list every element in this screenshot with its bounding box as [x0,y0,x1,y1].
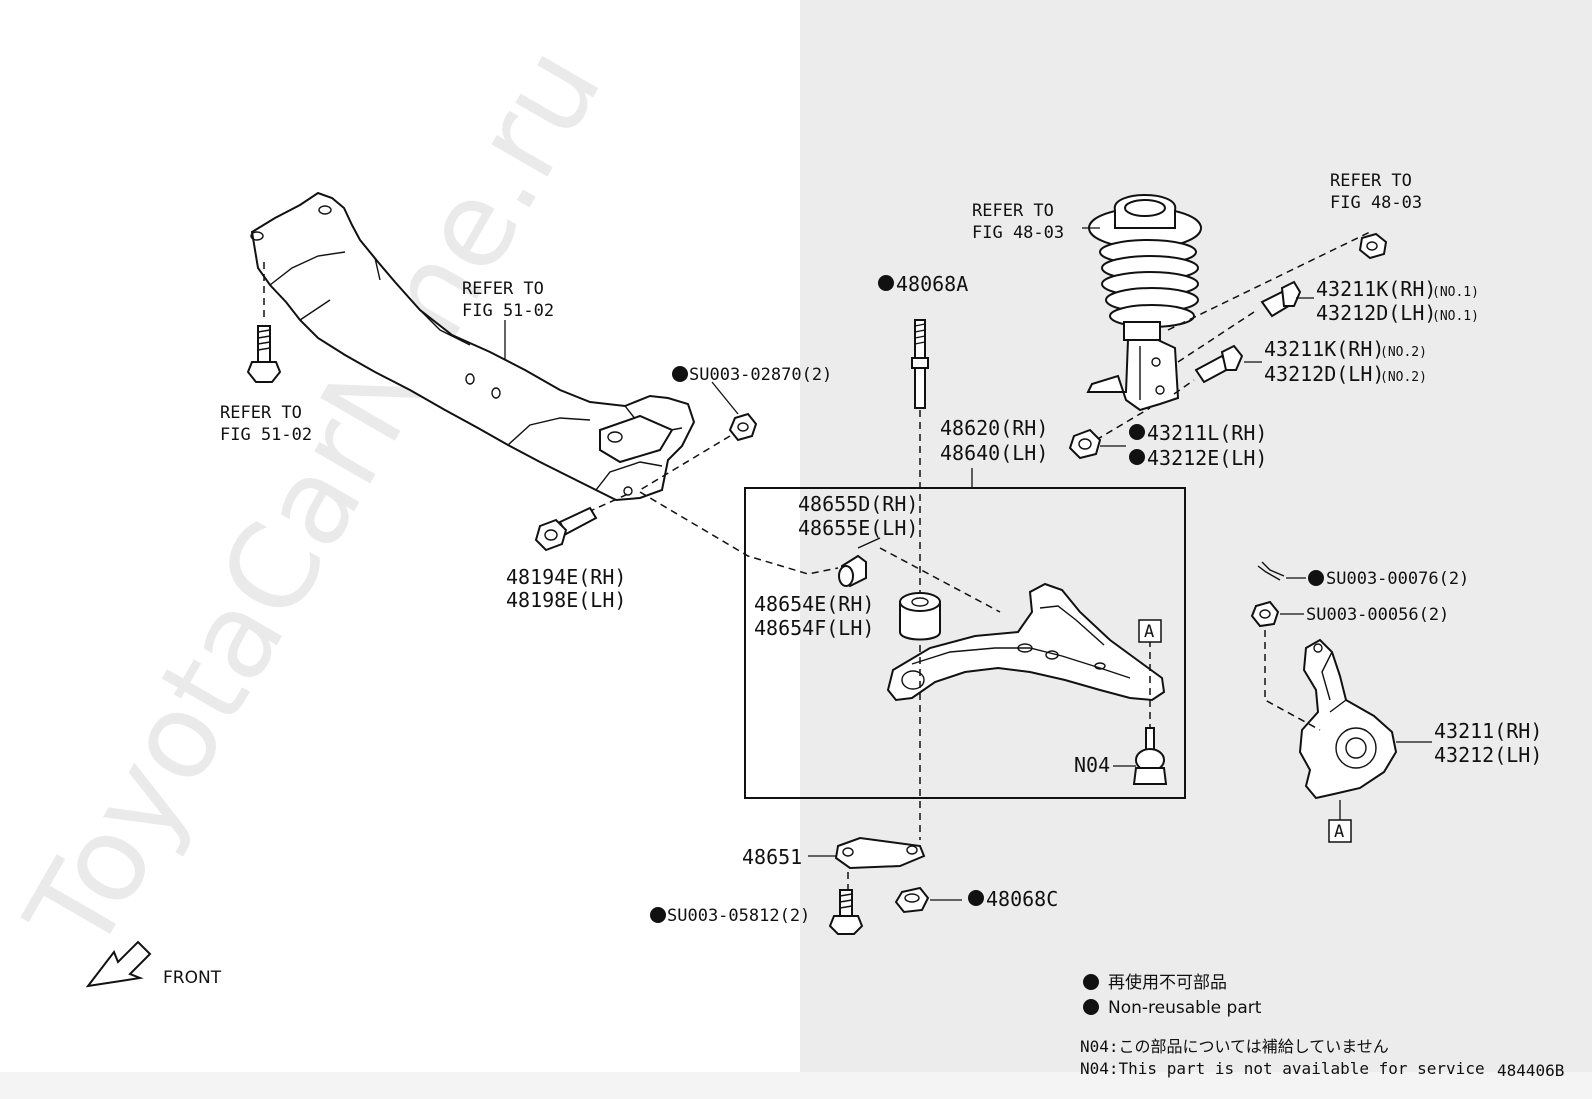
lower-arm [886,582,1166,702]
front-bushing [838,537,881,588]
ref-box-a-knuckle: A [1328,819,1352,843]
part-label: 43211(RH) [1434,719,1542,743]
refer-label-line2: FIG 51-02 [462,301,554,321]
member-nut [639,412,758,491]
member-rear-bolt [534,493,629,552]
part-note: (NO.2) [1380,345,1427,360]
member-mount-bolt [246,262,282,383]
refer-label-line1: REFER TO [972,201,1054,221]
steering-knuckle [1298,638,1432,820]
part-label: N04 [1074,753,1110,777]
strut-bolt-no2 [1194,344,1244,384]
part-label: 43211K(RH) [1264,337,1384,361]
figure-id: 484406B [1497,1061,1564,1080]
part-label: 48198E(LH) [506,588,626,612]
part-label: 43212E(LH) [1147,446,1267,470]
part-label: 43212D(LH) [1316,301,1436,325]
refer-label-line2: FIG 51-02 [220,425,312,445]
refer-label-line1: REFER TO [220,403,302,423]
watermark-text: ToyotaCarNine.ru [0,24,628,975]
part-label: 43211K(RH) [1316,277,1436,301]
part-note: (NO.1) [1432,309,1479,324]
svg-text:A: A [1144,622,1154,642]
ref-box-a-arm: A [1138,619,1162,643]
stopper-plate [808,836,926,898]
rear-bushing [899,592,941,641]
refer-label-line1: REFER TO [462,279,544,299]
part-label: 48654F(LH) [754,616,874,640]
lower-arm-assembly-box [744,487,1186,799]
strut-lower-nut [1068,428,1126,460]
background-bottom-strip [0,1072,1592,1099]
part-label: 48068A [896,272,968,296]
background-left [0,0,800,1072]
ball-joint [1113,640,1168,785]
strut-bolt-no1 [1260,280,1302,318]
part-label: SU003-00056(2) [1306,605,1449,625]
legend-jp: 再使用不可部品 [1108,972,1227,993]
part-label: 43212D(LH) [1264,362,1384,386]
plate-bolt [828,889,864,935]
part-label: 43212(LH) [1434,743,1542,767]
part-label: 48655D(RH) [798,492,918,516]
part-note: (NO.2) [1380,370,1427,385]
part-note: (NO.1) [1432,285,1479,300]
part-label: 43211L(RH) [1147,421,1267,445]
nut-48068c [894,886,962,914]
suspension-member [250,191,696,502]
note-en: N04:This part is not available for servi… [1080,1059,1485,1078]
part-label: 48655E(LH) [798,516,918,540]
strut-top-nut [1358,232,1388,260]
background-right [800,0,1592,1072]
stud-bolt-48068a [911,319,929,840]
part-label: 48651 [742,845,802,869]
front-direction-arrow-icon [85,940,152,988]
note-jp: N04:この部品については補給していません [1080,1037,1389,1056]
part-label: SU003-00076(2) [1326,569,1469,589]
front-label: FRONT [163,968,222,988]
part-label: 48620(RH) [940,416,1048,440]
part-label: 48654E(RH) [754,592,874,616]
svg-text:A: A [1334,822,1344,842]
part-label: 48068C [986,887,1058,911]
refer-label-line1: REFER TO [1330,171,1412,191]
part-label: 48640(LH) [940,441,1048,465]
part-label: 48194E(RH) [506,565,626,589]
part-label: SU003-05812(2) [667,906,810,926]
shock-absorber-strut [1086,194,1202,412]
part-label: SU003-02870(2) [689,365,832,385]
refer-label-line2: FIG 48-03 [972,223,1064,243]
legend-en: Non-reusable part [1108,998,1262,1018]
cotter-pin [1257,561,1306,581]
refer-label-line2: FIG 48-03 [1330,193,1422,213]
castle-nut [1250,600,1321,731]
